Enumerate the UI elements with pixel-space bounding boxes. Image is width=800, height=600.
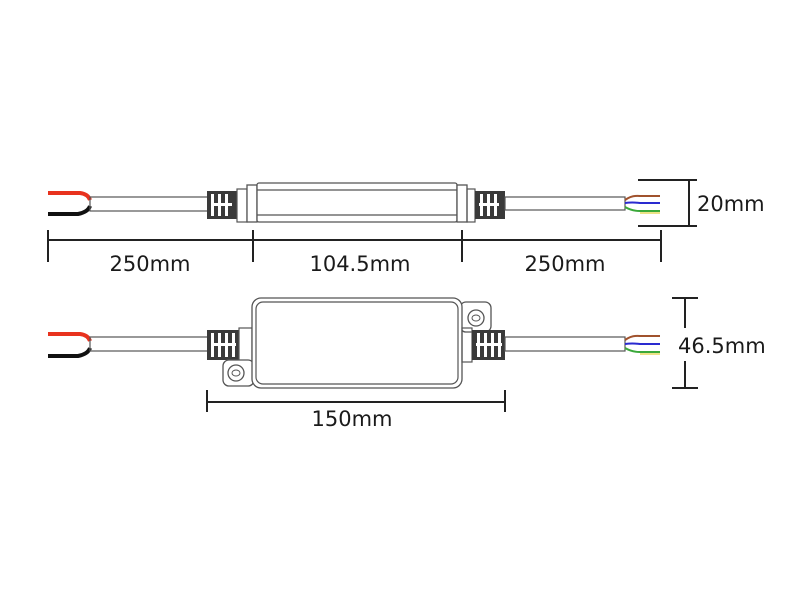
left-cable-gland [207,188,248,223]
left-cable [89,336,209,352]
width-label: 150mm [312,407,393,431]
red-wire [48,332,92,342]
blue-wire [624,342,660,345]
blue-wire [624,201,660,204]
body-length-label: 104.5mm [309,252,410,276]
height-dimension-46-5mm: 46.5mm [672,297,766,389]
right-cable-gland [466,188,505,223]
left-end-cap [246,184,258,223]
right-cable [504,196,626,211]
height-label: 46.5mm [678,334,766,358]
left-cable-length-label: 250mm [110,252,191,276]
height-dimension-20mm: 20mm [638,179,765,227]
left-cable [89,196,209,212]
right-end-cap [456,184,468,223]
left-cable-gland [207,327,253,363]
brown-wire [624,194,660,201]
controller-body-top [251,297,463,389]
controller-body-side [256,182,458,223]
red-wire [48,191,92,201]
green-wire [624,347,660,353]
right-cable-length-label: 250mm [525,252,606,276]
right-cable-gland [461,327,505,363]
brown-wire [624,334,660,341]
width-dimension-150mm: 150mm [206,390,506,431]
black-wire [48,205,92,216]
green-wire [624,206,660,212]
bottom-left-mounting-tab [222,359,255,387]
length-dimension: 250mm 104.5mm 250mm [47,230,662,276]
black-wire [48,347,92,358]
top-view: 20mm 250mm 104.5mm 250mm [47,179,765,276]
height-label: 20mm [697,192,765,216]
bottom-view: 46.5mm 150mm [48,297,766,431]
right-cable [504,336,626,352]
